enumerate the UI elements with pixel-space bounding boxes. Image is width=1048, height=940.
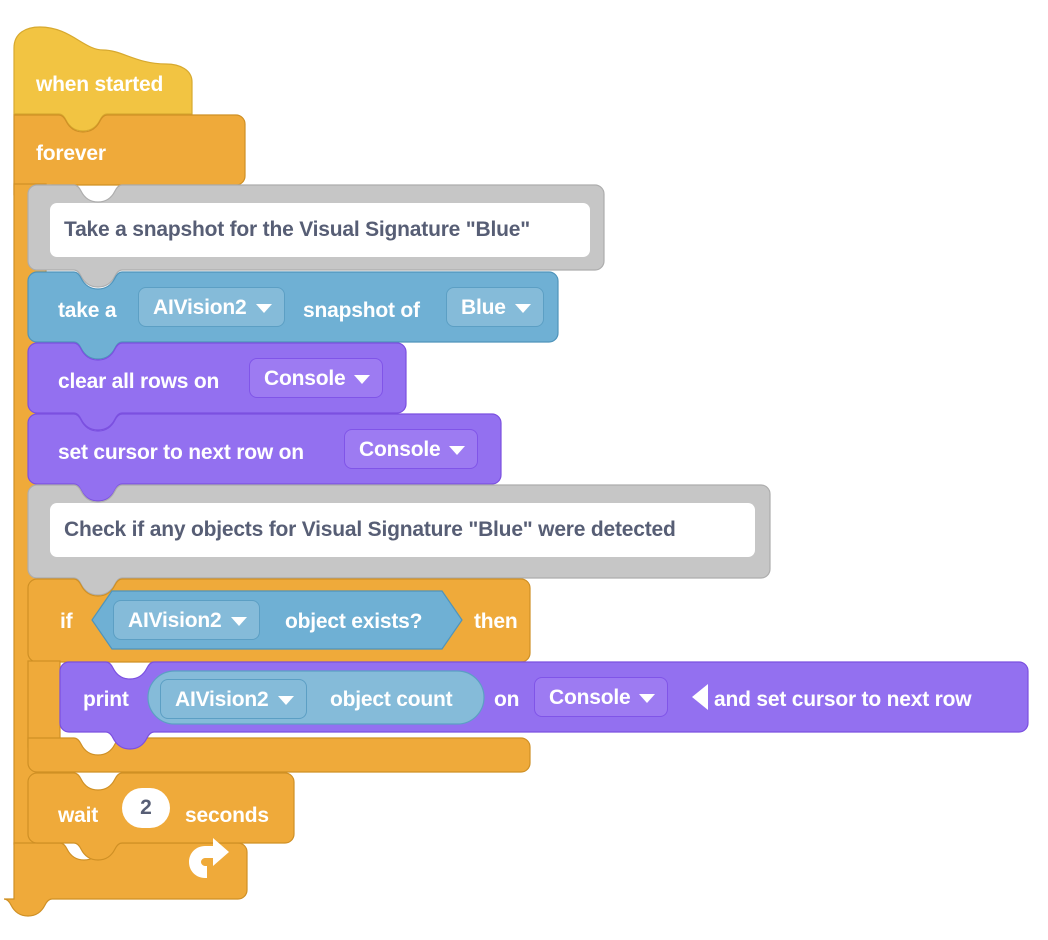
- set-cursor-next-row-label-1: set cursor to next row on: [58, 441, 304, 464]
- object-exists-label-1: object exists?: [285, 610, 423, 633]
- print-on-console-label-2: on: [494, 688, 520, 711]
- take-snapshot-dropdown-device[interactable]: AIVision2: [138, 287, 285, 327]
- set-cursor-next-row-console-value: Console: [359, 437, 441, 461]
- take-snapshot-device-value: AIVision2: [153, 295, 247, 319]
- loop-arrow-icon[interactable]: [189, 838, 229, 878]
- if-then-label-2: then: [474, 610, 518, 633]
- chevron-down-icon: [449, 445, 466, 455]
- wait-seconds-label-1: wait: [58, 804, 99, 827]
- triangle-left-icon[interactable]: [692, 684, 708, 710]
- chevron-down-icon: [277, 695, 294, 705]
- print-on-console-console-value: Console: [549, 685, 631, 709]
- comment-snapshot-text[interactable]: Take a snapshot for the Visual Signature…: [50, 203, 590, 257]
- forever-label: forever: [36, 142, 106, 165]
- print-on-console-label-1: print: [83, 688, 129, 711]
- object-exists-device-value: AIVision2: [128, 608, 222, 632]
- clear-all-rows-dropdown-console[interactable]: Console: [249, 358, 384, 398]
- if-then-bottom-bar[interactable]: [27, 737, 531, 773]
- object-count-label-1: object count: [330, 688, 453, 711]
- chevron-down-icon: [255, 303, 272, 313]
- chevron-down-icon: [354, 374, 371, 384]
- chevron-down-icon: [514, 303, 531, 313]
- object-count-dropdown-device[interactable]: AIVision2: [160, 679, 307, 719]
- take-snapshot-label-2: snapshot of: [303, 299, 420, 322]
- take-snapshot-label-1: take a: [58, 299, 117, 322]
- clear-all-rows-label-1: clear all rows on: [58, 370, 220, 393]
- wait-seconds-label-2: seconds: [185, 804, 269, 827]
- comment-check-objects-text[interactable]: Check if any objects for Visual Signatur…: [50, 503, 755, 557]
- object-count-device-value: AIVision2: [175, 687, 269, 711]
- if-then-left-spine: [27, 660, 61, 748]
- if-then-label-1: if: [60, 610, 73, 633]
- object-exists-dropdown-device[interactable]: AIVision2: [113, 600, 260, 640]
- chevron-down-icon: [639, 693, 656, 703]
- clear-all-rows-console-value: Console: [264, 366, 346, 390]
- set-cursor-next-row-dropdown-console[interactable]: Console: [344, 429, 479, 469]
- when-started-block-shape[interactable]: [13, 26, 193, 132]
- print-on-console-dropdown-console[interactable]: Console: [534, 677, 669, 717]
- chevron-down-icon: [230, 616, 247, 626]
- forever-bottom-bar[interactable]: [3, 842, 248, 917]
- take-snapshot-signature-value: Blue: [461, 295, 506, 319]
- when-started-label: when started: [36, 73, 164, 96]
- wait-seconds-value-input[interactable]: 2: [122, 788, 170, 828]
- print-on-console-label-3: and set cursor to next row: [714, 688, 972, 711]
- take-snapshot-dropdown-signature[interactable]: Blue: [446, 287, 544, 327]
